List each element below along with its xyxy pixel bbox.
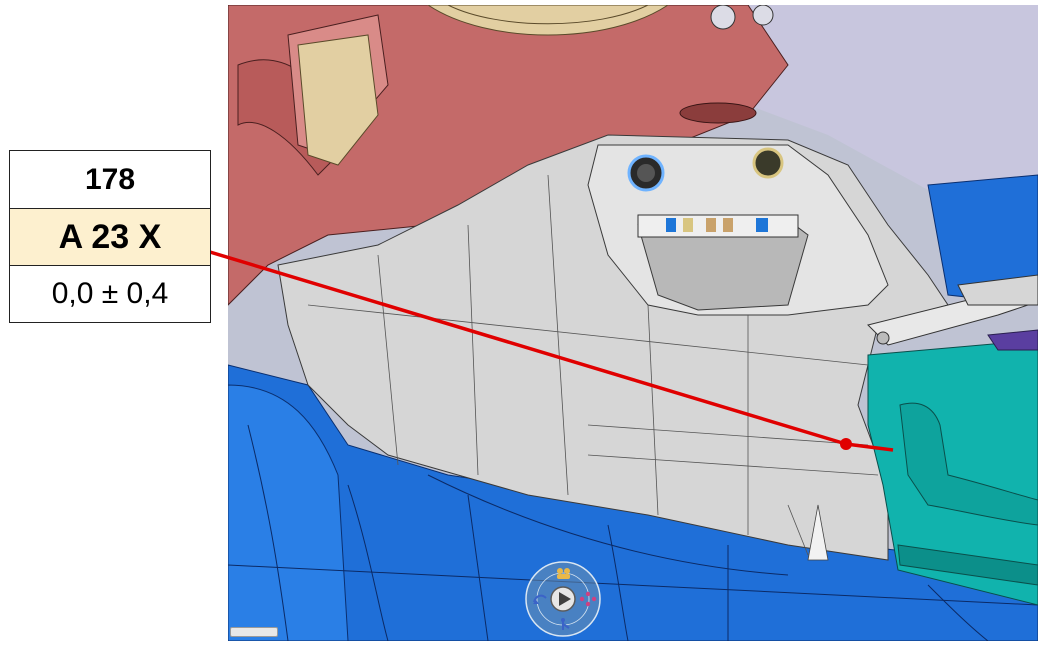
annotation-id: 178 bbox=[84, 162, 136, 196]
annotation-feature: A 23 X bbox=[10, 208, 210, 265]
annotation-callout[interactable]: 178 A 23 X 0,0 ± 0,4 bbox=[9, 150, 211, 323]
annotation-tolerance: 0,0 ± 0,4 bbox=[10, 265, 210, 322]
car-interior-model bbox=[228, 5, 1038, 641]
branch-icon[interactable] bbox=[561, 618, 570, 630]
horizontal-scrollbar[interactable] bbox=[230, 627, 278, 637]
3d-viewport[interactable] bbox=[228, 5, 1038, 641]
rotate-icon[interactable] bbox=[533, 594, 547, 604]
play-icon[interactable] bbox=[550, 586, 576, 612]
navigation-compass[interactable] bbox=[524, 560, 602, 638]
network-icon[interactable] bbox=[579, 591, 597, 607]
people-icon[interactable] bbox=[557, 568, 570, 579]
